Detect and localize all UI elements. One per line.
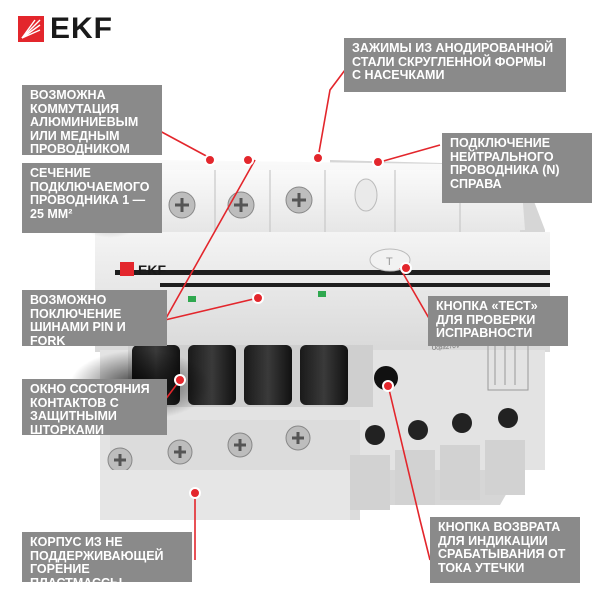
contact-indicator <box>318 291 326 297</box>
callout-aluminium-copper: Возможна коммутация алюминиевым или медн… <box>22 85 162 156</box>
device-logo-mark <box>120 262 134 276</box>
logo-mark-icon <box>18 16 44 42</box>
voltage-label: Ucp≥270V <box>432 344 460 352</box>
bottom-screw-terminals <box>107 408 518 473</box>
callout-cross-section: Сечение подключаемого проводника 1 — 25 … <box>22 163 162 233</box>
contact-indicator <box>188 296 196 302</box>
callout-contact-window: Окно состояния контактов с защитными што… <box>22 379 167 436</box>
callout-test-button: Кнопка «тест» для проверки исправности <box>428 296 568 346</box>
callout-busbar: Возможно поключение шинами PIN и FORK <box>22 290 167 347</box>
test-button-shape: T <box>369 248 411 272</box>
brand-logo: EKF <box>18 14 113 44</box>
logo-text: EKF <box>50 12 113 45</box>
callout-housing: Корпус из не поддерживающей горение плас… <box>22 532 192 589</box>
top-screw-terminals <box>168 178 378 219</box>
callout-reset-button: Кнопка возврата для индикации срабатыван… <box>430 517 580 583</box>
callout-neutral-connection: Подключение нейтрального проводника (N) … <box>442 133 592 203</box>
device-logo-text: EKF <box>138 262 166 278</box>
callout-anodized-clamps: Зажимы из анодированной стали скругленно… <box>344 38 566 92</box>
svg-text:T: T <box>386 256 393 268</box>
callout-dots <box>174 152 412 499</box>
